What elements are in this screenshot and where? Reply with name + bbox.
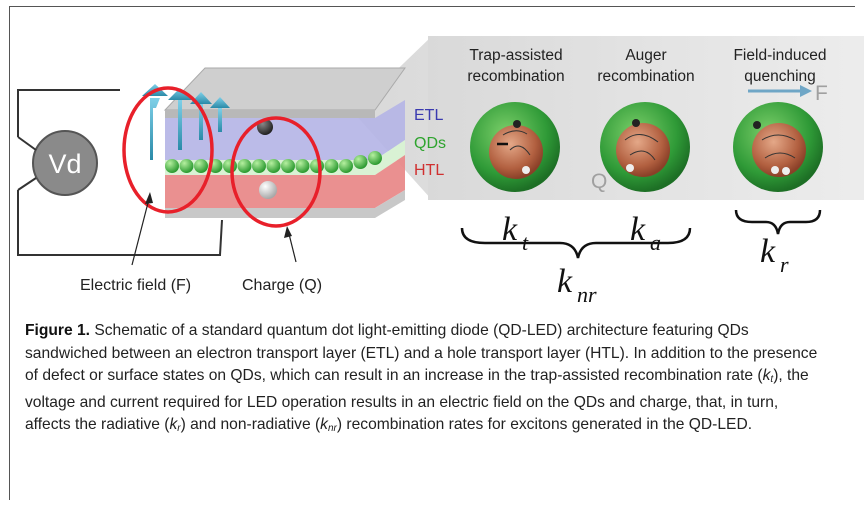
figure-caption: Figure 1. Schematic of a standard quantu…: [25, 320, 825, 441]
qd-layer-dots: [165, 151, 382, 173]
field-heading-line1: Field-induced: [733, 47, 826, 64]
trap-qd: [470, 102, 560, 192]
device-stack: [163, 67, 406, 218]
qd-dot: [368, 151, 382, 165]
caption-text-1: Schematic of a standard quantum dot ligh…: [25, 322, 818, 384]
caption-kr: kr: [169, 416, 181, 434]
charge-highlight-ellipse: [230, 116, 322, 228]
circuit-wire: [17, 89, 223, 256]
qd-dot: [339, 159, 353, 173]
qd-dot: [252, 159, 266, 173]
caption-text-3: ) and non-radiative (: [180, 416, 321, 433]
svg-text:r: r: [780, 252, 789, 277]
htl-label: HTL: [414, 162, 444, 179]
caption-kt: kt: [762, 367, 774, 385]
rate-ka: k a: [630, 211, 661, 255]
svg-text:nr: nr: [577, 282, 597, 307]
qd-dot: [324, 159, 339, 173]
qds-label: QDs: [414, 135, 446, 152]
qd-dot: [179, 159, 194, 173]
electron-sphere: [257, 119, 273, 135]
auger-q-label: Q: [591, 170, 607, 193]
field-heading-line2: quenching: [744, 68, 816, 85]
etl-label: ETL: [414, 107, 443, 124]
qd-dot: [353, 155, 368, 169]
qd-dot: [237, 159, 252, 173]
rate-knr: k nr: [557, 263, 597, 307]
knr-brace: [460, 227, 692, 259]
auger-heading-line1: Auger: [625, 47, 666, 64]
voltage-source: Vd: [32, 130, 98, 196]
field-qd: [733, 102, 823, 192]
qd-dot: [165, 159, 179, 173]
field-highlight-ellipse: [122, 86, 214, 214]
auger-qd: [600, 102, 690, 192]
charge-label: Charge (Q): [242, 277, 322, 294]
qd-dot: [223, 159, 237, 173]
caption-text-4: ) recombination rates for excitons gener…: [336, 416, 753, 433]
field-f-label: F: [815, 82, 828, 105]
caption-label: Figure 1.: [25, 322, 90, 339]
qd-dot: [310, 159, 324, 173]
qd-dot: [281, 159, 295, 173]
svg-text:k: k: [557, 263, 573, 300]
figure-illustration: Vd ETL QDs HTL Electric fie: [17, 36, 864, 307]
electric-field-label: Electric field (F): [80, 277, 191, 294]
figure-frame: [9, 6, 855, 500]
hole-sphere: [259, 181, 277, 199]
auger-heading-line2: recombination: [597, 68, 694, 85]
qd-dot: [295, 159, 310, 173]
trap-heading-line2: recombination: [467, 68, 564, 85]
rate-kr: k r: [760, 233, 789, 277]
caption-knr: knr: [320, 416, 337, 434]
svg-text:k: k: [760, 233, 776, 270]
vd-label: Vd: [48, 149, 81, 179]
rate-kt: k t: [502, 211, 529, 255]
svg-text:k: k: [630, 211, 646, 248]
qd-dot: [194, 159, 208, 173]
trap-heading-line1: Trap-assisted: [469, 47, 562, 64]
svg-text:k: k: [502, 211, 518, 248]
qd-dot: [266, 159, 281, 173]
caption-text-2: ), the voltage and current required for …: [25, 367, 809, 433]
kr-brace: [734, 209, 822, 235]
